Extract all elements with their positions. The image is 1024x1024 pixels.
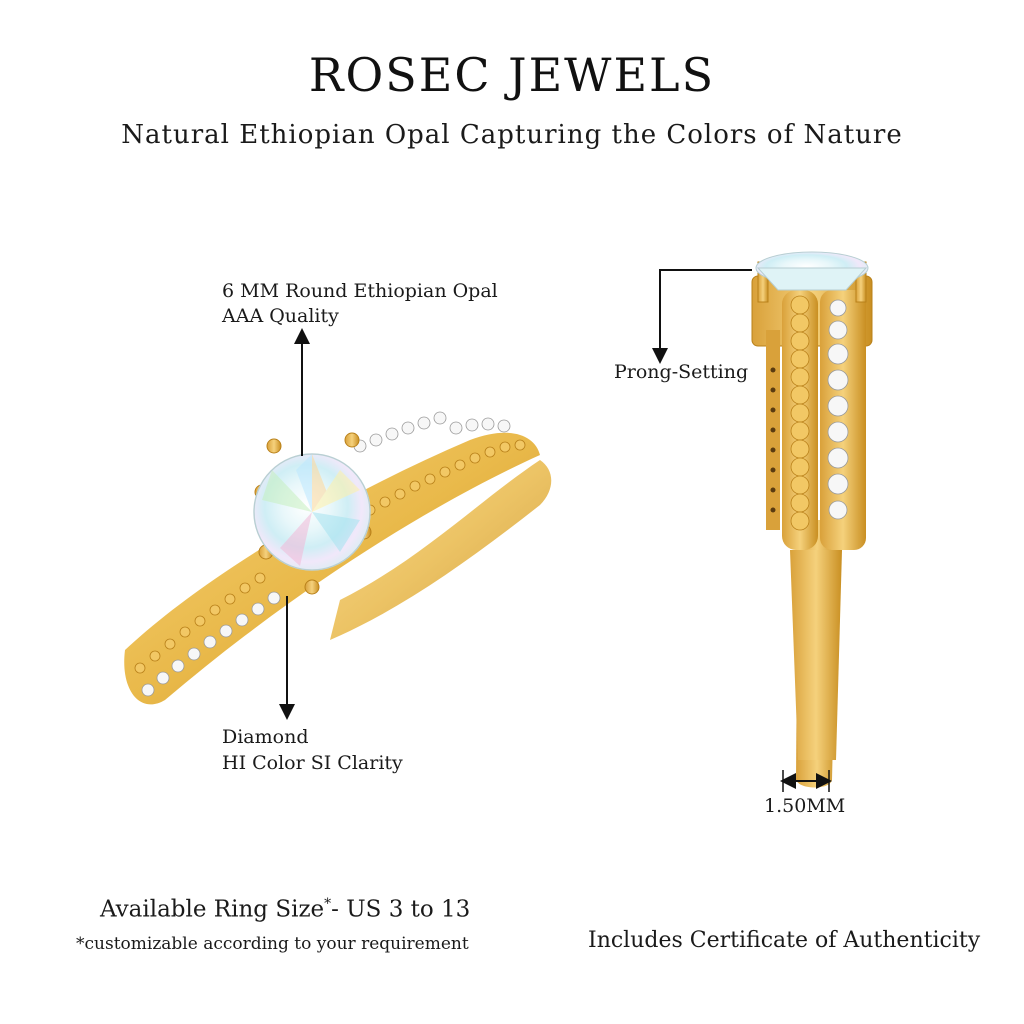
diamond-column (827, 299, 849, 520)
inner-dots (770, 367, 776, 513)
tagline: Natural Ethiopian Opal Capturing the Col… (121, 120, 903, 150)
opal-pavilion (756, 267, 868, 291)
ring-size-main: Available Ring Size (100, 896, 325, 923)
prong-setting-arrow (652, 269, 752, 364)
center-stone-label-line2: AAA Quality (222, 305, 339, 327)
opal-facets (262, 454, 360, 566)
diamond-label-line1: Diamond (222, 726, 309, 748)
band-width-label: 1.50MM (764, 795, 846, 817)
certificate-text: Includes Certificate of Authenticity (588, 928, 981, 953)
bead-column (790, 295, 810, 531)
band-lower (790, 550, 842, 760)
ring-back-band (330, 460, 552, 640)
ring-size-line: Available Ring Size*- US 3 to 13 (100, 896, 470, 923)
ring-size-range: - US 3 to 13 (331, 896, 471, 923)
brand-title: ROSEC JEWELS (308, 48, 716, 102)
ring-size-note: *customizable according to your requirem… (76, 934, 469, 954)
left-ring (124, 411, 552, 705)
diamond-row (141, 411, 511, 697)
center-stone-label-line1: 6 MM Round Ethiopian Opal (222, 280, 498, 302)
prong-setting-label: Prong-Setting (614, 361, 749, 383)
right-ring (751, 251, 873, 788)
diamond-label-line2: HI Color SI Clarity (222, 752, 403, 774)
ring-size-mark: * (324, 896, 332, 912)
